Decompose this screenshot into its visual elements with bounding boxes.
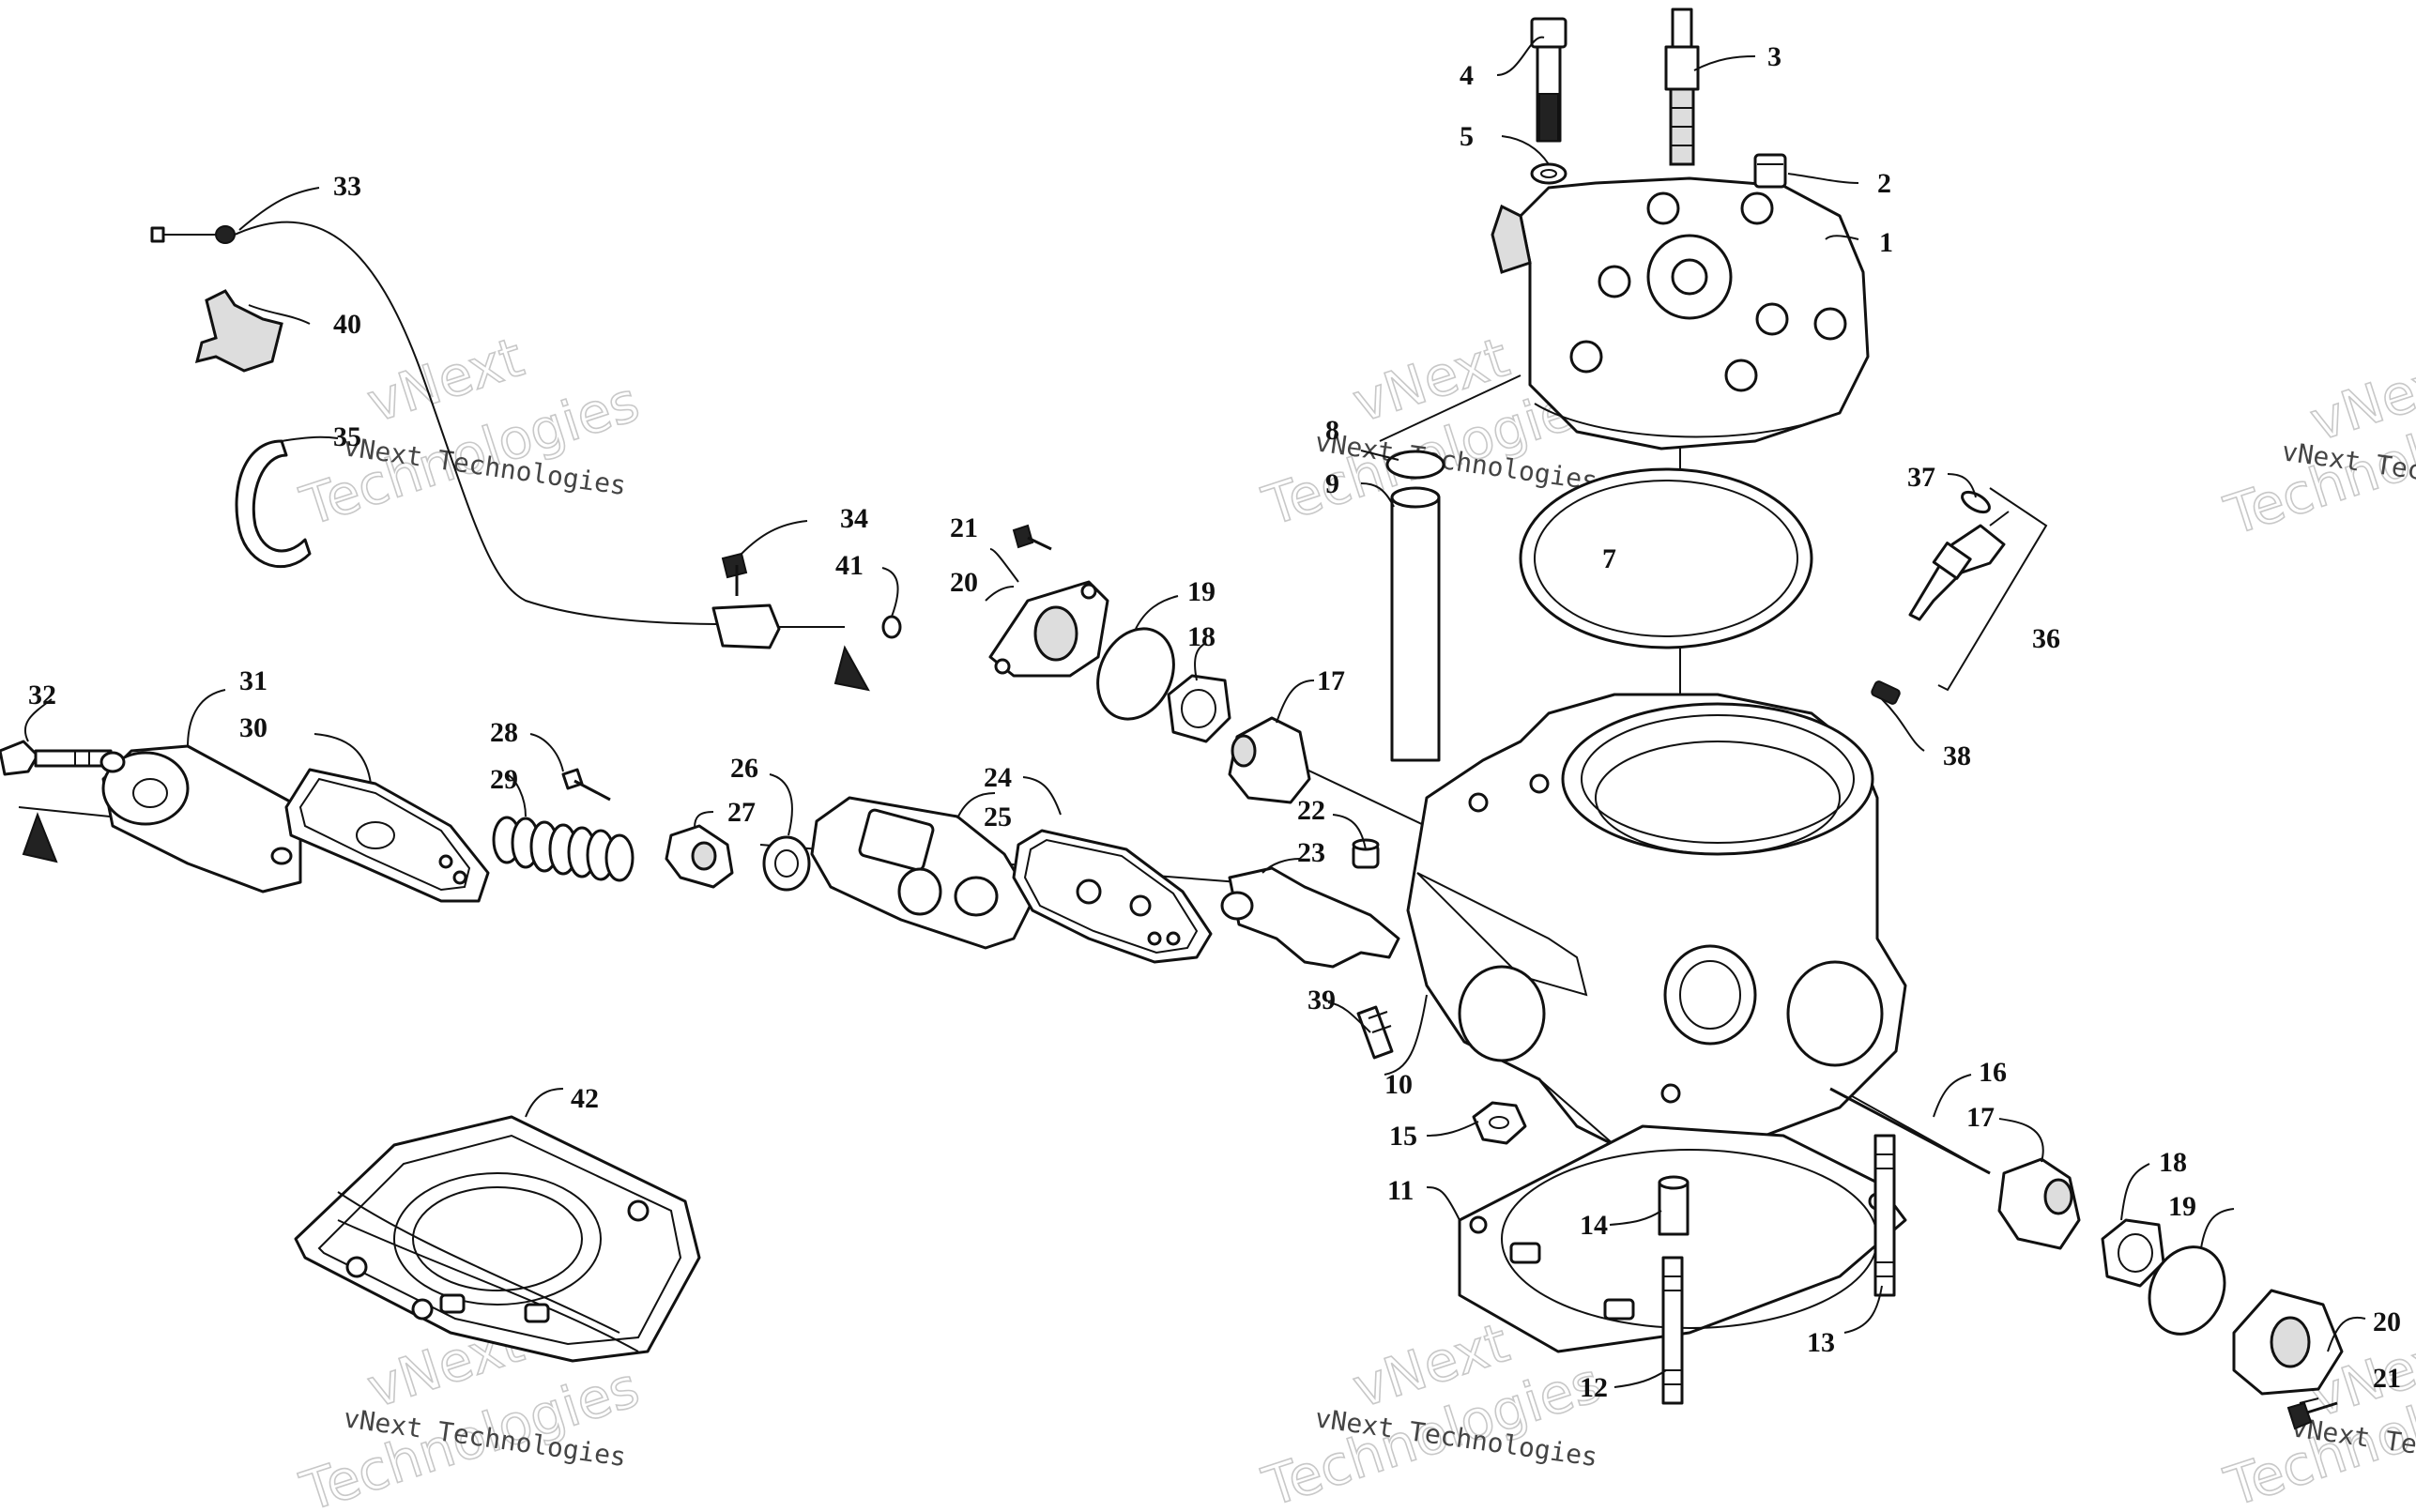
housing-gasket	[284, 768, 490, 903]
callout-2: 2	[1877, 168, 1891, 199]
callout-26: 26	[730, 753, 758, 784]
callout-1: 1	[1879, 227, 1893, 258]
callout-18-right: 18	[2159, 1147, 2187, 1178]
flange-nut	[1472, 1101, 1527, 1145]
spring-screw	[561, 768, 611, 802]
valve-spring	[492, 816, 635, 882]
head-o-ring	[1519, 467, 1813, 649]
callout-30: 30	[239, 712, 268, 743]
callout-10: 10	[1384, 1069, 1413, 1100]
callout-21-right: 21	[2373, 1363, 2401, 1394]
dowel-pin	[1658, 1175, 1690, 1236]
callout-14: 14	[1580, 1210, 1608, 1241]
callout-20: 20	[950, 567, 978, 598]
stud-rear	[1873, 1134, 1896, 1297]
cable-clip	[194, 289, 283, 373]
gasket-kit	[294, 1115, 701, 1363]
callout-labels: 1 2 3 4 5 7 8 9 10 11 12 13 14 15 16 17 …	[28, 41, 2401, 1403]
callout-38: 38	[1943, 741, 1971, 771]
screw-left	[1012, 524, 1052, 551]
screw-right	[2286, 1401, 2338, 1430]
callout-5: 5	[1460, 121, 1474, 152]
callout-27: 27	[727, 797, 756, 828]
injector-o-ring-bottom	[1871, 680, 1901, 705]
callout-36: 36	[2032, 623, 2060, 654]
callout-16: 16	[1979, 1057, 2007, 1088]
valve-housing	[99, 744, 302, 893]
callout-7: 7	[1602, 543, 1616, 574]
washer	[1530, 162, 1567, 185]
callout-37: 37	[1907, 462, 1935, 493]
callout-4: 4	[1460, 60, 1474, 91]
callout-34: 34	[840, 503, 868, 534]
injector-bracket	[1937, 487, 2048, 692]
cover-right	[2232, 1289, 2344, 1396]
head-bolt	[1530, 17, 1567, 143]
callout-25: 25	[984, 802, 1012, 832]
callout-41: 41	[835, 550, 864, 581]
callout-32: 32	[28, 680, 56, 710]
cable-clamp	[235, 439, 312, 569]
base-gasket	[1458, 1124, 1907, 1353]
callout-18: 18	[1187, 621, 1216, 652]
callout-17: 17	[1317, 665, 1345, 696]
callout-12: 12	[1580, 1372, 1608, 1403]
callout-3: 3	[1767, 41, 1781, 72]
cover-bolt	[0, 740, 113, 776]
valve-base	[810, 796, 1034, 950]
sleeve-tube	[1390, 486, 1441, 762]
cylinder-head	[1491, 176, 1870, 451]
callout-40: 40	[333, 309, 361, 340]
exhaust-valve	[1220, 866, 1400, 969]
direction-arrow-cable	[833, 645, 870, 692]
bushing-left	[1228, 716, 1311, 804]
valve-spool	[665, 824, 734, 889]
callout-20-right: 20	[2373, 1306, 2401, 1337]
callout-24: 24	[984, 762, 1012, 793]
control-cable	[150, 221, 845, 649]
callout-29: 29	[490, 764, 518, 795]
callout-22: 22	[1297, 795, 1325, 826]
cover-left	[988, 580, 1109, 678]
cable-screw	[721, 552, 748, 596]
bearing-left	[1167, 674, 1231, 743]
callout-13: 13	[1807, 1327, 1835, 1358]
direction-arrow-left	[22, 812, 58, 863]
small-cap	[1352, 838, 1380, 869]
callout-39: 39	[1307, 985, 1336, 1016]
valve-gasket	[1012, 829, 1213, 964]
callout-28: 28	[490, 717, 518, 748]
callout-9: 9	[1325, 468, 1339, 499]
injector-o-ring-top	[1961, 490, 1991, 514]
callout-11: 11	[1387, 1175, 1414, 1206]
small-ring	[881, 615, 902, 639]
callout-17-right: 17	[1966, 1102, 1995, 1133]
callout-8: 8	[1325, 415, 1339, 446]
fuel-injector	[1908, 511, 2010, 621]
head-plug	[1753, 153, 1787, 189]
callout-33: 33	[333, 171, 361, 202]
callout-42: 42	[571, 1083, 599, 1114]
callout-35: 35	[333, 421, 361, 452]
small-o-ring	[1385, 450, 1445, 480]
callout-21: 21	[950, 512, 978, 543]
callout-23: 23	[1297, 837, 1325, 868]
bushing-right	[1997, 1157, 2081, 1250]
callout-31: 31	[239, 665, 268, 696]
o-ring-right	[2148, 1245, 2226, 1336]
stud-side	[1356, 1005, 1394, 1060]
leader-lines	[23, 36, 2366, 1404]
callout-19: 19	[1187, 576, 1216, 607]
cylinder-body	[1406, 693, 1907, 1152]
o-ring-left	[1096, 627, 1175, 721]
callout-15: 15	[1389, 1121, 1417, 1152]
stud-front	[1661, 1256, 1684, 1405]
watermark-top-right: vNext Technologies vNext Technologies	[2217, 343, 2416, 548]
callout-19-right: 19	[2168, 1191, 2196, 1222]
spark-plug	[1664, 8, 1700, 166]
valve-seal	[762, 835, 811, 892]
pivot-pin	[1829, 1087, 1991, 1175]
